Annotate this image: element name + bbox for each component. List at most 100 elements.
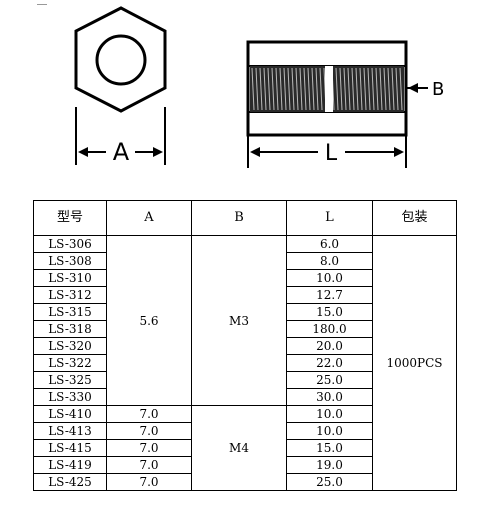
model-cell: LS-330 <box>33 388 107 406</box>
thread-line <box>339 67 343 111</box>
thread-line <box>343 67 347 111</box>
l-value-cell: 10.0 <box>286 422 373 440</box>
side-view <box>246 40 428 168</box>
model-cell: LS-310 <box>33 269 107 287</box>
thread-line <box>251 67 255 111</box>
thread-line <box>311 67 315 111</box>
a-value-cell: 5.6 <box>106 235 192 406</box>
table-row: LS-325 25.0 <box>33 371 457 389</box>
thread-line <box>307 67 311 111</box>
thread-line <box>263 67 267 111</box>
l-value-cell: 15.0 <box>286 439 373 457</box>
thread-line <box>335 67 339 111</box>
table-row: LS-318 180.0 <box>33 320 457 338</box>
b-value-cell: M4 <box>191 405 287 491</box>
thread-line <box>355 67 359 111</box>
l-value-cell: 25.0 <box>286 371 373 389</box>
model-cell: LS-318 <box>33 320 107 338</box>
thread-line <box>259 67 263 111</box>
thread-line <box>359 67 363 111</box>
l-value-cell: 25.0 <box>286 473 373 491</box>
thread-line <box>283 67 287 111</box>
thread-line <box>379 67 383 111</box>
thread-line <box>363 67 367 111</box>
table-row: LS-315 15.0 <box>33 303 457 321</box>
header-b: B <box>191 200 287 236</box>
thread-line <box>315 67 319 111</box>
header-row: 型号 A B L 包装 <box>33 200 457 236</box>
table-row: LS-312 12.7 <box>33 286 457 304</box>
corner-mark <box>37 0 47 5</box>
l-value-cell: 22.0 <box>286 354 373 372</box>
model-cell: LS-312 <box>33 286 107 304</box>
l-value-cell: 12.7 <box>286 286 373 304</box>
model-cell: LS-325 <box>33 371 107 389</box>
header-model: 型号 <box>33 200 107 236</box>
l-value-cell: 30.0 <box>286 388 373 406</box>
thread-line <box>395 67 399 111</box>
thread-line <box>391 67 395 111</box>
l-value-cell: 10.0 <box>286 405 373 423</box>
model-cell: LS-425 <box>33 473 107 491</box>
l-value-cell: 10.0 <box>286 269 373 287</box>
table-row: LS-330 30.0 <box>33 388 457 406</box>
dimension-l-label: L <box>325 141 338 166</box>
l-value-cell: 180.0 <box>286 320 373 338</box>
a-value-cell: 7.0 <box>106 473 192 491</box>
thread-line <box>275 67 279 111</box>
a-value-cell: 7.0 <box>106 422 192 440</box>
a-value-cell: 7.0 <box>106 439 192 457</box>
a-value-cell: 7.0 <box>106 405 192 423</box>
b-value-cell: M3 <box>191 235 287 406</box>
table-row: LS-308 8.0 <box>33 252 457 270</box>
l-value-cell: 20.0 <box>286 337 373 355</box>
thread-line <box>319 67 323 111</box>
thread-line <box>351 67 355 111</box>
model-cell: LS-322 <box>33 354 107 372</box>
table-row: LS-310 10.0 <box>33 269 457 287</box>
l-value-cell: 6.0 <box>286 235 373 253</box>
thread-line <box>367 67 371 111</box>
hex-end-view <box>74 6 167 165</box>
model-cell: LS-415 <box>33 439 107 457</box>
thread-line <box>279 67 283 111</box>
model-cell: LS-320 <box>33 337 107 355</box>
l-value-cell: 8.0 <box>286 252 373 270</box>
thread-line <box>387 67 391 111</box>
header-packaging: 包装 <box>372 200 457 236</box>
thread-line <box>299 67 303 111</box>
header-l: L <box>286 200 373 236</box>
thread-line <box>383 67 387 111</box>
a-value-cell: 7.0 <box>106 456 192 474</box>
l-value-cell: 19.0 <box>286 456 373 474</box>
header-a: A <box>106 200 192 236</box>
thread-line <box>267 67 271 111</box>
model-cell: LS-315 <box>33 303 107 321</box>
model-cell: LS-419 <box>33 456 107 474</box>
thread-line <box>271 67 275 111</box>
thread-line <box>371 67 375 111</box>
thread-line <box>287 67 291 111</box>
model-cell: LS-413 <box>33 422 107 440</box>
thread-line <box>375 67 379 111</box>
l-value-cell: 15.0 <box>286 303 373 321</box>
thread-line <box>399 67 403 111</box>
thread-line <box>347 67 351 111</box>
packaging-cell: 1000PCS <box>372 235 457 491</box>
thread-line <box>255 67 259 111</box>
dimension-b-label: B <box>432 79 444 100</box>
model-cell: LS-308 <box>33 252 107 270</box>
thread-line <box>295 67 299 111</box>
dimension-a-label: A <box>113 138 130 166</box>
thread-line <box>291 67 295 111</box>
model-cell: LS-410 <box>33 405 107 423</box>
thread-line <box>303 67 307 111</box>
model-cell: LS-306 <box>33 235 107 253</box>
